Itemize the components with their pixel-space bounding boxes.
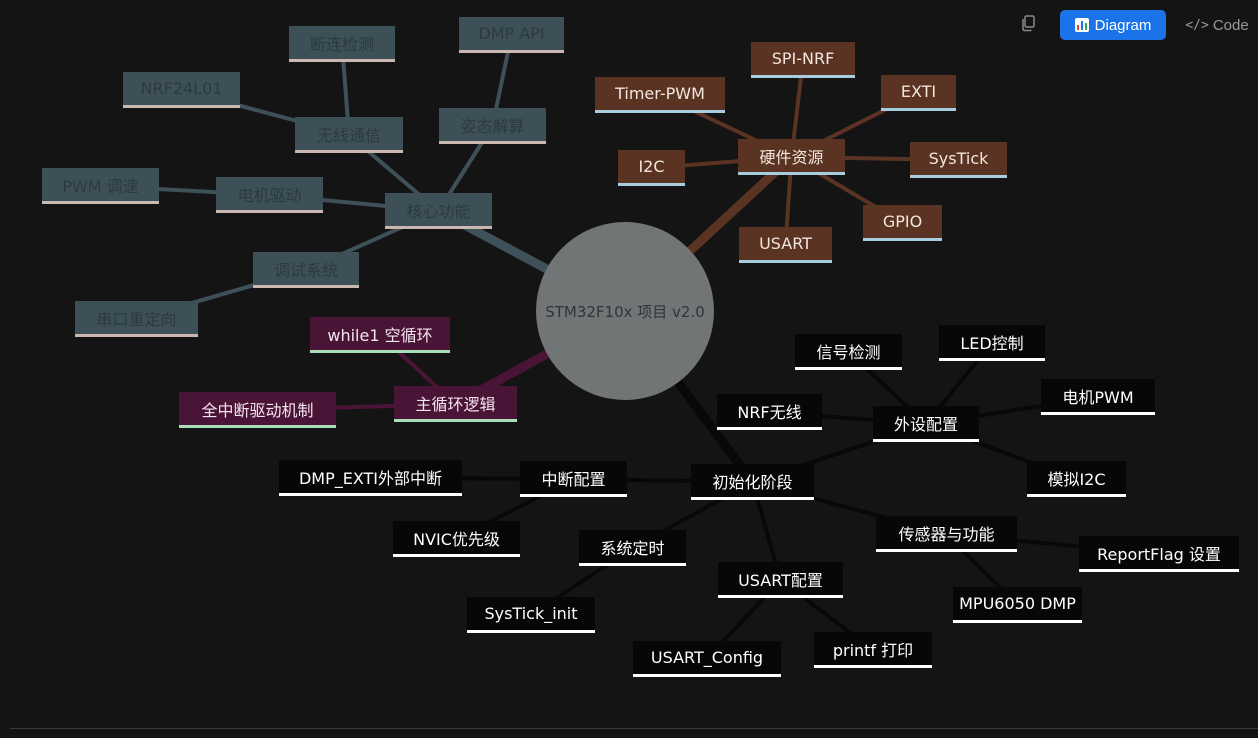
mindmap-node-attitude[interactable]: 姿态解算 bbox=[439, 108, 546, 144]
code-tab-label: Code bbox=[1212, 16, 1249, 34]
mindmap-node-uartredir[interactable]: 串口重定向 bbox=[75, 301, 198, 337]
mindmap-node-while1[interactable]: while1 空循环 bbox=[310, 317, 450, 353]
mindmap-node-timerpwm[interactable]: Timer-PWM bbox=[595, 77, 725, 113]
diagram-tab-label: Diagram bbox=[1094, 16, 1152, 34]
mindmap-node-ledctrl[interactable]: LED控制 bbox=[939, 325, 1045, 361]
mindmap-node-debug[interactable]: 调试系统 bbox=[253, 252, 359, 288]
mindmap-node-dmpapi[interactable]: DMP API bbox=[459, 17, 564, 53]
mindmap-node-systick[interactable]: SysTick bbox=[910, 142, 1007, 178]
mindmap-node-periph[interactable]: 外设配置 bbox=[873, 406, 979, 442]
mindmap-node-irqcfg[interactable]: 中断配置 bbox=[520, 461, 627, 497]
mindmap-node-init[interactable]: 初始化阶段 bbox=[691, 464, 814, 500]
mindmap-node-nrfwireless[interactable]: NRF无线 bbox=[717, 394, 822, 430]
mindmap-node-mainloop[interactable]: 主循环逻辑 bbox=[394, 386, 517, 422]
mindmap-node-systickinit[interactable]: SysTick_init bbox=[467, 597, 595, 633]
mindmap-node-core[interactable]: 核心功能 bbox=[385, 193, 492, 229]
mindmap-node-sensor[interactable]: 传感器与功能 bbox=[876, 516, 1017, 552]
mindmap-node-motorpwm[interactable]: 电机PWM bbox=[1041, 379, 1155, 415]
mindmap-node-pwmspeed[interactable]: PWM 调速 bbox=[42, 168, 159, 204]
mindmap-node-wireless[interactable]: 无线通信 bbox=[295, 117, 403, 153]
copy-icon bbox=[1022, 15, 1035, 32]
divider bbox=[10, 728, 1258, 729]
mindmap-node-simi2c[interactable]: 模拟I2C bbox=[1027, 461, 1126, 497]
mindmap-node-sigdetect[interactable]: 信号检测 bbox=[795, 334, 902, 370]
mindmap-node-gpio[interactable]: GPIO bbox=[863, 205, 942, 241]
mindmap-node-exti[interactable]: EXTI bbox=[881, 75, 956, 111]
mindmap-node-spinrf[interactable]: SPI-NRF bbox=[751, 42, 855, 78]
center-node[interactable]: STM32F10x 项目 v2.0 bbox=[536, 222, 714, 400]
mindmap-node-usartconfig[interactable]: USART_Config bbox=[633, 641, 781, 677]
mindmap-node-disconnect[interactable]: 断连检测 bbox=[289, 26, 395, 62]
mindmap-node-printf[interactable]: printf 打印 bbox=[814, 632, 932, 668]
bar-chart-icon bbox=[1074, 18, 1089, 32]
mindmap-node-usart[interactable]: USART bbox=[739, 227, 832, 263]
copy-button[interactable] bbox=[1018, 12, 1040, 34]
mindmap-node-nrf24[interactable]: NRF24L01 bbox=[123, 72, 240, 108]
mindmap-node-i2c[interactable]: I2C bbox=[618, 150, 685, 186]
mindmap-node-systimer[interactable]: 系统定时 bbox=[579, 530, 686, 566]
diagram-tab-button[interactable]: Diagram bbox=[1060, 10, 1166, 40]
mindmap-node-usartcfg[interactable]: USART配置 bbox=[718, 562, 843, 598]
mindmap-node-mpu[interactable]: MPU6050 DMP bbox=[953, 587, 1082, 623]
mindmap-node-dmpexti[interactable]: DMP_EXTI外部中断 bbox=[279, 460, 462, 496]
mindmap-node-motor[interactable]: 电机驱动 bbox=[216, 177, 323, 213]
code-tab-button[interactable]: </> Code bbox=[1176, 10, 1258, 40]
mindmap-node-irqdriven[interactable]: 全中断驱动机制 bbox=[179, 392, 336, 428]
code-icon: </> bbox=[1185, 17, 1209, 33]
mindmap-node-nvic[interactable]: NVIC优先级 bbox=[393, 521, 520, 557]
mindmap-node-reportflag[interactable]: ReportFlag 设置 bbox=[1079, 536, 1239, 572]
mindmap-node-hw[interactable]: 硬件资源 bbox=[738, 139, 845, 175]
